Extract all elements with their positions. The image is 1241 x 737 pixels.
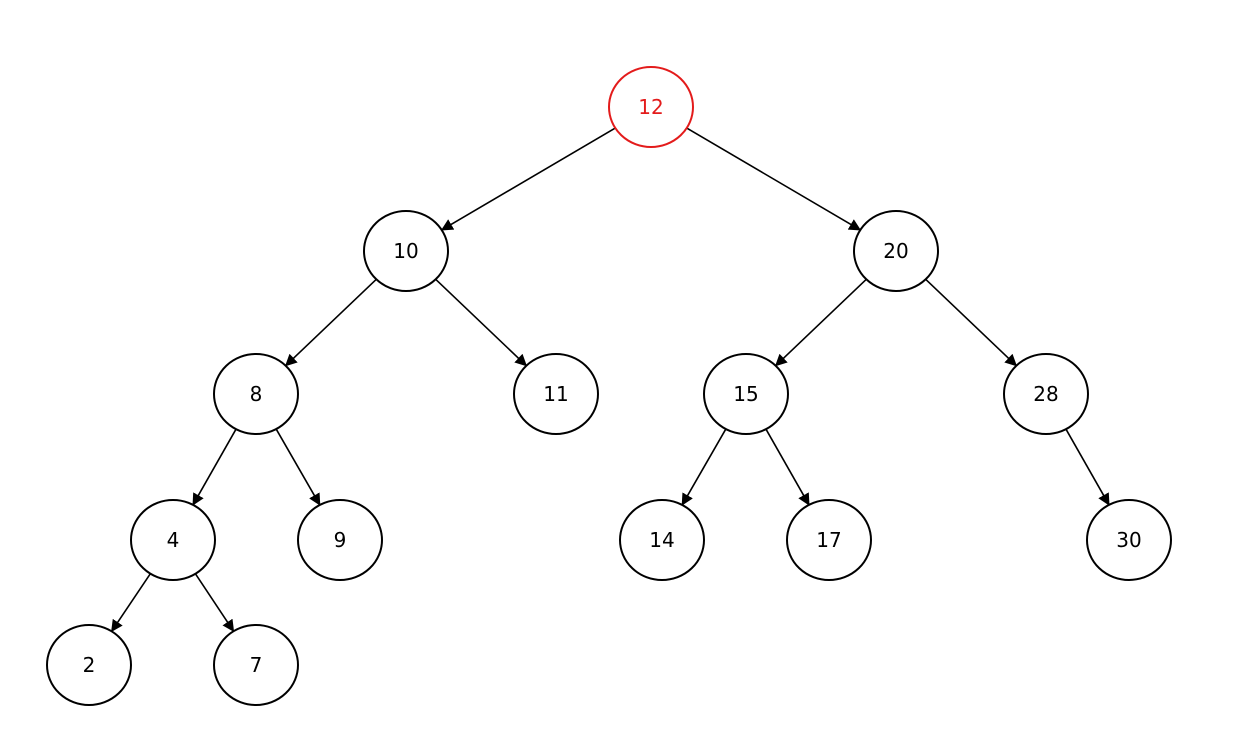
edge-n8-n4 xyxy=(192,428,237,506)
node-circle xyxy=(619,499,705,581)
tree-node-9: 9 xyxy=(297,499,383,581)
tree-node-8: 8 xyxy=(213,353,299,435)
node-circle xyxy=(513,353,599,435)
node-circle xyxy=(213,353,299,435)
node-circle xyxy=(786,499,872,581)
tree-node-17: 17 xyxy=(786,499,872,581)
edge-n8-n9 xyxy=(275,428,321,506)
node-circle xyxy=(703,353,789,435)
node-circle xyxy=(213,624,299,706)
tree-node-4: 4 xyxy=(130,499,216,581)
node-label: 20 xyxy=(883,239,908,263)
tree-node-30: 30 xyxy=(1086,499,1172,581)
node-circle xyxy=(46,624,132,706)
node-label: 30 xyxy=(1116,528,1141,552)
node-circle xyxy=(1086,499,1172,581)
edge-n12-n10 xyxy=(440,127,616,231)
edge-n12-n20 xyxy=(686,127,862,231)
edges-layer xyxy=(110,127,1110,633)
tree-node-11: 11 xyxy=(513,353,599,435)
node-circle xyxy=(608,66,694,148)
edge-n10-n11 xyxy=(435,278,528,367)
edge-n28-n30 xyxy=(1065,428,1110,506)
edge-n15-n14 xyxy=(681,428,727,506)
tree-node-2: 2 xyxy=(46,624,132,706)
edge-n20-n15 xyxy=(774,278,867,367)
tree-node-12: 12 xyxy=(608,66,694,148)
node-label: 14 xyxy=(649,528,674,552)
node-label: 12 xyxy=(638,95,663,119)
node-label: 15 xyxy=(733,382,758,406)
node-label: 10 xyxy=(393,239,418,263)
tree-node-14: 14 xyxy=(619,499,705,581)
node-circle xyxy=(363,210,449,292)
node-circle xyxy=(853,210,939,292)
edge-n4-n7 xyxy=(194,573,235,633)
tree-node-20: 20 xyxy=(853,210,939,292)
node-label: 8 xyxy=(250,382,263,406)
node-circle xyxy=(297,499,383,581)
node-circle xyxy=(130,499,216,581)
node-label: 17 xyxy=(816,528,841,552)
tree-node-7: 7 xyxy=(213,624,299,706)
tree-node-28: 28 xyxy=(1003,353,1089,435)
node-label: 9 xyxy=(334,528,347,552)
node-label: 11 xyxy=(543,382,568,406)
node-circle xyxy=(1003,353,1089,435)
node-label: 2 xyxy=(83,653,96,677)
edge-n20-n28 xyxy=(925,278,1018,367)
node-label: 4 xyxy=(167,528,180,552)
nodes-layer: 12 10 20 8 11 15 28 4 9 14 17 30 2 7 xyxy=(46,66,1172,706)
node-label: 28 xyxy=(1033,382,1058,406)
tree-node-10: 10 xyxy=(363,210,449,292)
edge-n4-n2 xyxy=(110,573,152,633)
tree-node-15: 15 xyxy=(703,353,789,435)
node-label: 7 xyxy=(250,653,263,677)
edge-n15-n17 xyxy=(765,428,810,506)
edge-n10-n8 xyxy=(284,278,377,367)
